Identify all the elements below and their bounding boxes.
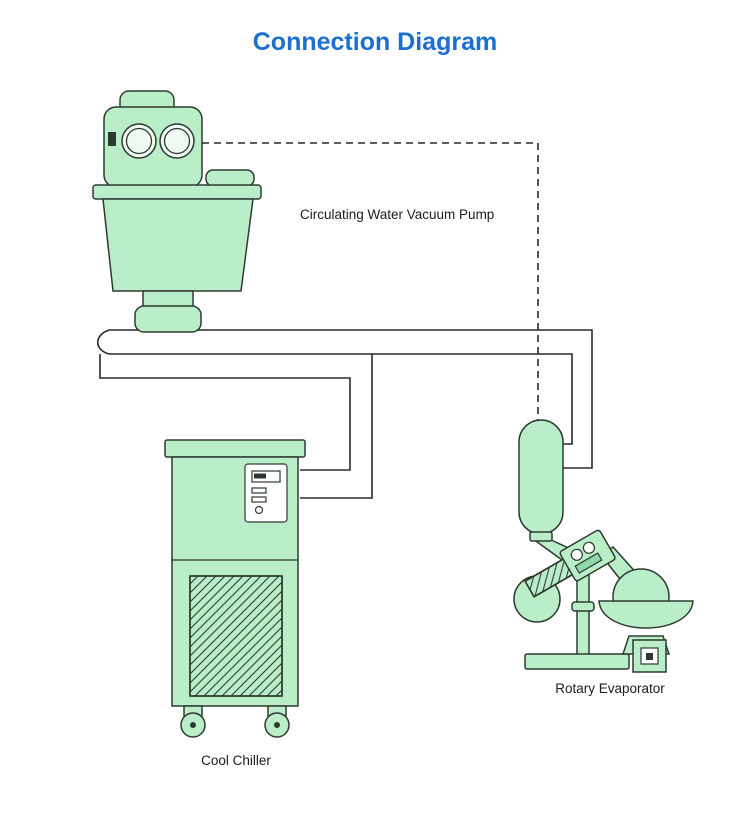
page-title: Connection Diagram [252, 28, 498, 56]
pipe-main-bottom [109, 353, 573, 445]
evap-control-box [632, 639, 667, 673]
evap-motor-dial-right [582, 541, 596, 554]
chiller-wheel-right-hub [274, 722, 280, 728]
chiller-grille-hatch [189, 575, 283, 697]
chiller-button-row-1 [251, 487, 267, 494]
evap-control-box-key [646, 653, 653, 660]
dashed-vacuum-hose [202, 142, 539, 420]
pump-lid [92, 184, 262, 200]
pump-switch [108, 132, 116, 146]
pipe-left-endcap [96, 329, 110, 355]
evap-motor-assembly [524, 529, 616, 598]
chiller-hose-lower [300, 354, 373, 499]
evap-motor-head [559, 529, 616, 582]
evap-motor-panel [574, 552, 603, 574]
pump-tank-body [102, 198, 254, 292]
evap-motor-dial-left [570, 548, 583, 561]
chiller-lid [164, 439, 306, 458]
chiller-hose-upper [99, 354, 351, 471]
pump-gauge-right-ring [163, 127, 191, 155]
pump-gauge-left-ring [125, 127, 153, 155]
rotary-evaporator-figure [513, 419, 694, 673]
pump-outlet-foot [134, 305, 202, 333]
chiller-knob [254, 505, 264, 515]
piping [96, 142, 593, 499]
evap-condenser-trap [518, 419, 564, 535]
evap-water-bath-bowl [598, 600, 694, 629]
pump-label: Circulating Water Vacuum Pump [300, 207, 494, 222]
evap-stand-base [524, 653, 630, 670]
chiller-label: Cool Chiller [201, 753, 271, 768]
pipe-main-top [109, 329, 593, 469]
evap-stand-clamp [571, 601, 595, 612]
chiller-wheel-left-hub [190, 722, 196, 728]
chiller-button-row-2 [251, 496, 267, 503]
cool-chiller-figure [164, 439, 306, 738]
chiller-display-readout [254, 473, 266, 479]
pump-lid-handle [205, 169, 255, 187]
vacuum-pump-figure [92, 90, 262, 333]
evap-condenser-flange [529, 531, 553, 542]
evaporator-label: Rotary Evaporator [555, 681, 665, 696]
